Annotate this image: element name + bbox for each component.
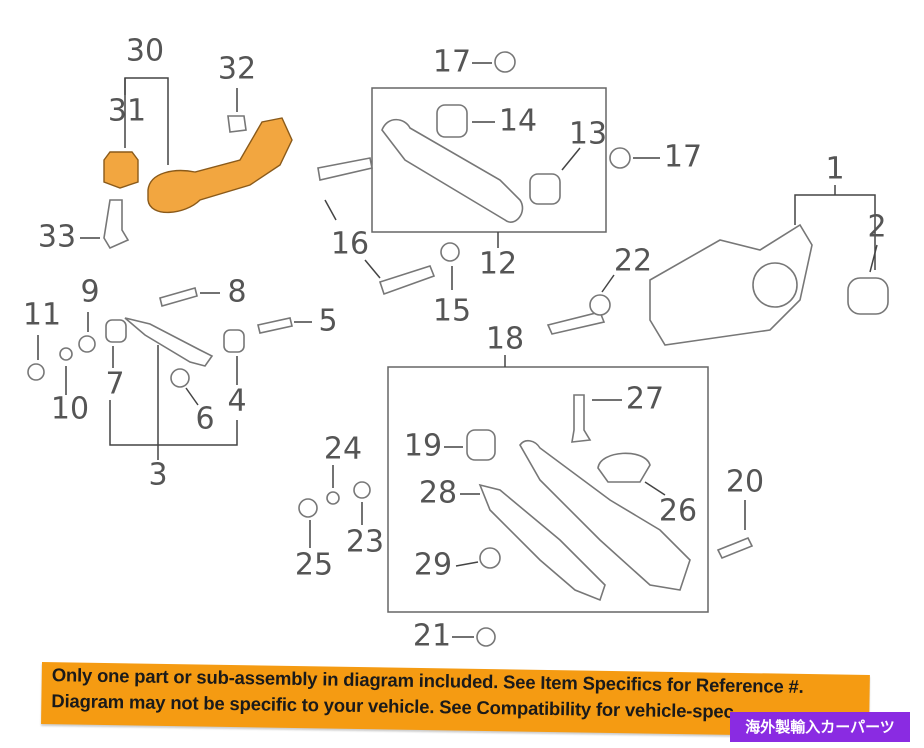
bolt-part-16b	[378, 265, 436, 296]
bushing-part-19	[466, 429, 496, 461]
watermark-badge: 海外製輸入カーパーツ	[730, 712, 910, 742]
control-arm-part-12	[381, 118, 524, 223]
callout-7: 7	[105, 367, 124, 402]
washer-part-23	[353, 481, 371, 499]
callout-9: 9	[80, 275, 99, 310]
bolt-part-16a	[317, 157, 373, 181]
callout-26: 26	[659, 494, 697, 529]
callout-16: 16	[331, 227, 369, 262]
callout-15: 15	[433, 294, 471, 329]
callout-23: 23	[346, 525, 384, 560]
nut-part-11	[27, 363, 45, 381]
mount-part-26	[597, 452, 651, 483]
callout-12: 12	[479, 247, 517, 282]
link-part-3	[124, 317, 214, 367]
stabilizer-link-part-27	[571, 394, 592, 443]
bolt-part-22	[546, 311, 606, 335]
trailing-arm-part-30	[147, 117, 293, 214]
nut-part-25	[298, 498, 318, 518]
nut-part-17b	[609, 147, 631, 169]
callout-5: 5	[318, 304, 337, 339]
bolt-part-33	[103, 199, 130, 250]
callout-27: 27	[626, 382, 664, 417]
callout-32: 32	[218, 52, 256, 87]
nut-part-17a	[494, 51, 516, 73]
callout-17a: 17	[433, 45, 471, 80]
bolt-part-8	[159, 287, 198, 307]
callout-11: 11	[23, 298, 61, 333]
washer-part-9	[78, 335, 96, 353]
callout-20: 20	[726, 465, 764, 500]
bushing-part-31	[103, 151, 139, 189]
nut-part-29	[479, 547, 501, 569]
callout-1: 1	[825, 152, 844, 187]
bushing-part-14	[436, 104, 468, 138]
callout-29: 29	[414, 548, 452, 583]
assembly-box-18	[387, 366, 709, 613]
callout-31: 31	[108, 94, 146, 129]
bolt-part-20	[716, 536, 754, 560]
nut-part-6	[170, 368, 190, 388]
bolt-part-5	[257, 317, 293, 334]
leader-3	[109, 400, 238, 446]
callout-24: 24	[324, 432, 362, 467]
callout-14: 14	[499, 104, 537, 139]
washer-part-15	[440, 242, 460, 262]
callout-21: 21	[413, 619, 451, 654]
callout-30: 30	[126, 34, 164, 69]
callout-33: 33	[38, 220, 76, 255]
callout-17b: 17	[664, 140, 702, 175]
callout-2: 2	[867, 210, 886, 245]
callout-6: 6	[195, 402, 214, 437]
bracket-part-28	[478, 483, 606, 602]
callout-19: 19	[404, 429, 442, 464]
callout-25: 25	[295, 548, 333, 583]
nut-part-21	[476, 627, 496, 647]
callout-13: 13	[569, 117, 607, 152]
callout-18: 18	[486, 322, 524, 357]
callout-8: 8	[227, 275, 246, 310]
callout-22: 22	[614, 244, 652, 279]
callout-3: 3	[148, 458, 167, 493]
knuckle-part-1	[649, 223, 813, 346]
bushing-part-13	[529, 173, 561, 205]
washer-part-10	[59, 347, 73, 361]
lower-arm-part-18	[519, 439, 691, 591]
bushing-part-7	[105, 319, 127, 343]
callout-10: 10	[51, 392, 89, 427]
bushing-part-4	[223, 329, 245, 353]
callout-28: 28	[419, 476, 457, 511]
callout-4: 4	[227, 384, 246, 419]
assembly-box-12	[371, 87, 607, 233]
hub-part-2	[847, 277, 889, 315]
washer-part-24	[326, 491, 340, 505]
nut-part-32	[227, 115, 247, 133]
